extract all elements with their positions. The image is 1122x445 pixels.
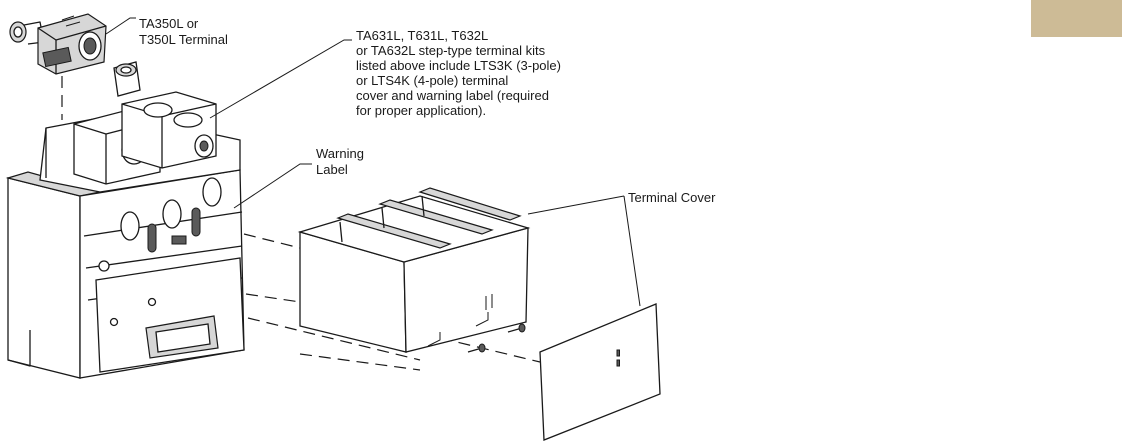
callout-leaders bbox=[105, 17, 641, 307]
kit-description-line6: for proper application). bbox=[356, 103, 486, 118]
terminal-label-line1: TA350L or bbox=[139, 16, 199, 31]
terminal-cover-illustration bbox=[297, 187, 531, 353]
kit-description-line2: or TA632L step-type terminal kits bbox=[356, 43, 546, 58]
alignment-guides bbox=[243, 233, 541, 371]
warning-label-line1: Warning bbox=[316, 146, 364, 161]
kit-description-line4: or LTS4K (4-pole) terminal bbox=[356, 73, 508, 88]
terminal-cover-label: Terminal Cover bbox=[628, 190, 716, 205]
circuit-breaker-illustration bbox=[5, 91, 245, 379]
kit-description-line3: listed above include LTS3K (3-pole) bbox=[356, 58, 561, 73]
cover-plate-illustration bbox=[539, 303, 661, 441]
terminal-lug-illustration bbox=[9, 13, 141, 120]
kit-description-line5: cover and warning label (required bbox=[356, 88, 549, 103]
warning-label-line2: Label bbox=[316, 162, 348, 177]
kit-description-line1: TA631L, T631L, T632L bbox=[356, 28, 488, 43]
terminal-label-line2: T350L Terminal bbox=[139, 32, 228, 47]
corner-color-tab bbox=[1031, 0, 1122, 37]
